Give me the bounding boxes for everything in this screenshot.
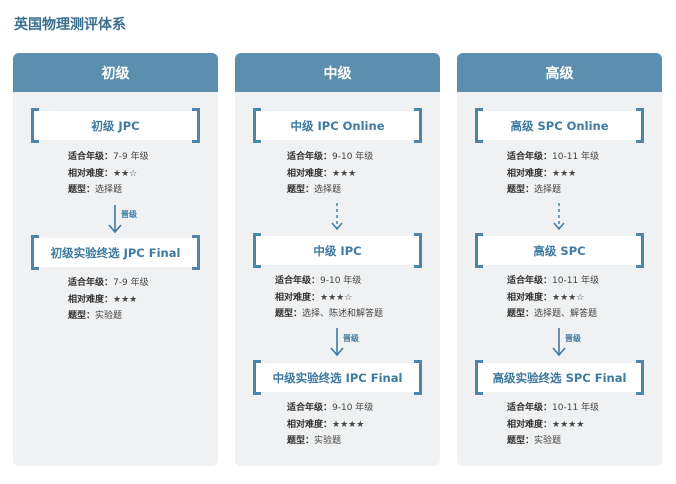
stage-info: 适合年级：10-11 年级 相对难度：★★★★ 题型：实验题 bbox=[507, 403, 600, 446]
stage-card: 初级 JPC bbox=[31, 108, 200, 143]
stage-info: 适合年级：9-10 年级 相对难度：★★★ 题型：选择题 bbox=[287, 152, 374, 195]
column-header: 中级 bbox=[235, 53, 440, 92]
solid-arrow-icon bbox=[105, 205, 125, 235]
solid-arrow-icon bbox=[549, 328, 569, 358]
stage-info: 适合年级：7-9 年级 相对难度：★★☆ 题型：选择题 bbox=[68, 152, 149, 195]
page-title: 英国物理测评体系 bbox=[14, 17, 126, 33]
stage-info: 适合年级：7-9 年级 相对难度：★★★ 题型：实验题 bbox=[68, 278, 149, 321]
dashed-arrow-icon bbox=[327, 203, 347, 233]
stage-card: 中级实验终选 IPC Final bbox=[253, 360, 422, 395]
promotion-label: 晋级 bbox=[565, 334, 581, 343]
column-intermediate: 中级 中级 IPC Online 适合年级：9-10 年级 相对难度：★★★ 题… bbox=[235, 53, 440, 466]
column-header: 初级 bbox=[13, 53, 218, 92]
column-senior: 高级 高级 SPC Online 适合年级：10-11 年级 相对难度：★★★ … bbox=[457, 53, 662, 466]
stage-card: 高级 SPC Online bbox=[475, 108, 644, 143]
column-junior: 初级 初级 JPC 适合年级：7-9 年级 相对难度：★★☆ 题型：选择题 晋级… bbox=[13, 53, 218, 466]
stage-info: 适合年级：9-10 年级 相对难度：★★★☆ 题型：选择、陈述和解答题 bbox=[275, 276, 384, 319]
stage-info: 适合年级：9-10 年级 相对难度：★★★★ 题型：实验题 bbox=[287, 403, 374, 446]
promotion-label: 晋级 bbox=[121, 210, 137, 219]
dashed-arrow-icon bbox=[549, 203, 569, 233]
promotion-label: 晋级 bbox=[343, 334, 359, 343]
stage-info: 适合年级：10-11 年级 相对难度：★★★☆ 题型：选择题、解答题 bbox=[507, 276, 600, 319]
stage-card: 高级实验终选 SPC Final bbox=[475, 360, 644, 395]
stage-card: 高级 SPC bbox=[475, 233, 644, 268]
column-header: 高级 bbox=[457, 53, 662, 92]
stage-card: 初级实验终选 JPC Final bbox=[31, 235, 200, 270]
stage-card: 中级 IPC Online bbox=[253, 108, 422, 143]
stage-info: 适合年级：10-11 年级 相对难度：★★★ 题型：选择题 bbox=[507, 152, 600, 195]
stage-card: 中级 IPC bbox=[253, 233, 422, 268]
solid-arrow-icon bbox=[327, 328, 347, 358]
